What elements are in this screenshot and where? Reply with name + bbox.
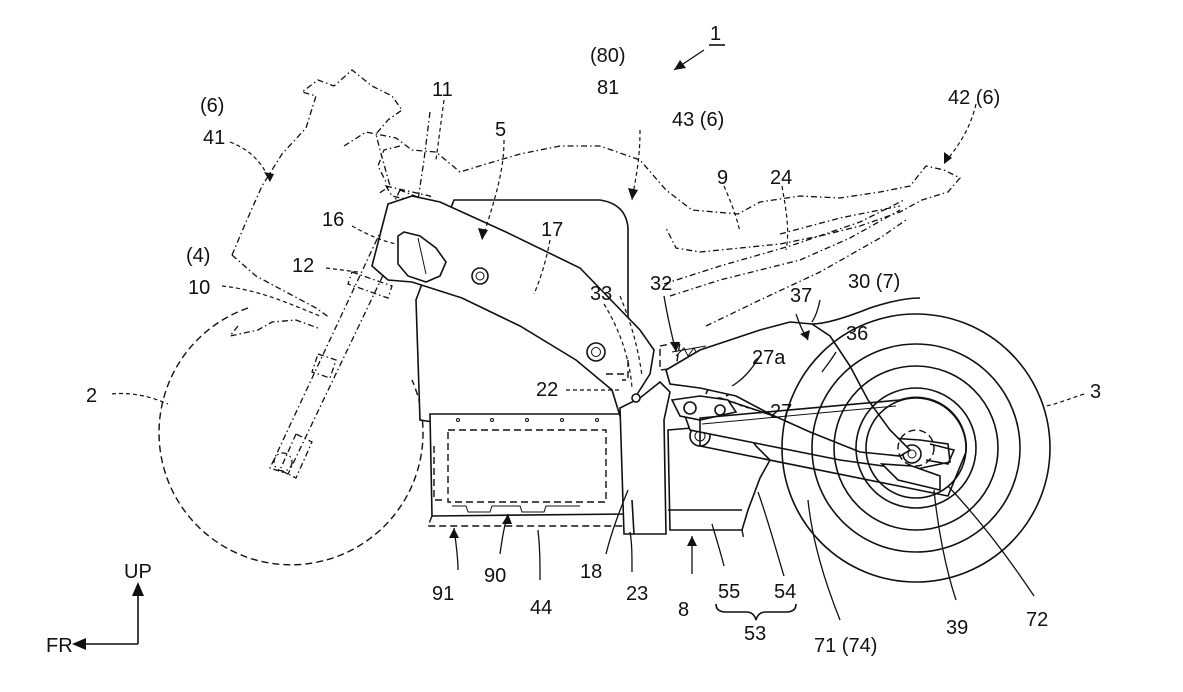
label-11: 11 xyxy=(432,79,453,101)
label-23: 23 xyxy=(626,583,648,605)
direction-indicator: UP FR xyxy=(46,561,152,657)
front-fork xyxy=(269,111,438,479)
label-6a: (6) xyxy=(200,95,224,117)
label-55: 55 xyxy=(718,581,740,603)
power-unit xyxy=(659,341,771,541)
label-43: 43 (6) xyxy=(672,109,724,131)
label-32: 32 xyxy=(650,273,672,295)
label-5: 5 xyxy=(495,119,506,141)
label-41: 41 xyxy=(203,127,225,149)
rear-wheel xyxy=(781,313,1051,583)
front-cowl-outline xyxy=(228,69,403,338)
label-91: 91 xyxy=(432,583,454,605)
label-4: (4) xyxy=(186,245,210,267)
label-10: 10 xyxy=(188,277,210,299)
label-33: 33 xyxy=(590,283,612,305)
direction-front-label: FR xyxy=(46,635,73,657)
leader-arrowheads xyxy=(264,60,952,546)
pivot-plate xyxy=(606,360,671,535)
label-8: 8 xyxy=(678,599,689,621)
label-22: 22 xyxy=(536,379,558,401)
label-2: 2 xyxy=(86,385,97,407)
label-54: 54 xyxy=(774,581,796,603)
label-1: 1 xyxy=(710,23,721,45)
label-53: 53 xyxy=(744,623,766,645)
direction-up-label: UP xyxy=(124,561,152,583)
label-30: 30 (7) xyxy=(848,271,900,293)
label-44: 44 xyxy=(530,597,552,619)
label-27: 27 xyxy=(770,401,792,423)
label-24: 24 xyxy=(770,167,792,189)
label-27a: 27a xyxy=(752,347,786,369)
label-37: 37 xyxy=(790,285,812,307)
label-36: 36 xyxy=(846,323,868,345)
label-18: 18 xyxy=(580,561,602,583)
label-81: 81 xyxy=(597,77,619,99)
label-39: 39 xyxy=(946,617,968,639)
front-wheel xyxy=(158,307,424,566)
rear-upper-cover xyxy=(665,297,921,457)
up-arrow-head xyxy=(132,582,144,596)
label-3: 3 xyxy=(1090,381,1101,403)
front-arrow-head xyxy=(72,638,86,650)
label-42: 42 (6) xyxy=(948,87,1000,109)
label-16: 16 xyxy=(322,209,344,231)
label-72: 72 xyxy=(1026,609,1048,631)
label-90: 90 xyxy=(484,565,506,587)
label-17: 17 xyxy=(541,219,563,241)
label-12: 12 xyxy=(292,255,314,277)
reference-labels: 1 (80) 81 (6) 41 11 5 43 (6) 42 (6) 9 24… xyxy=(86,23,1101,657)
drive-belt xyxy=(699,396,968,497)
bracket-53 xyxy=(715,603,797,621)
label-9: 9 xyxy=(717,167,728,189)
rear-suspension xyxy=(670,347,750,421)
label-80: (80) xyxy=(590,45,626,67)
lower-battery-box xyxy=(426,413,640,527)
label-71: 71 (74) xyxy=(814,635,877,657)
body-cover-outline xyxy=(343,131,962,327)
